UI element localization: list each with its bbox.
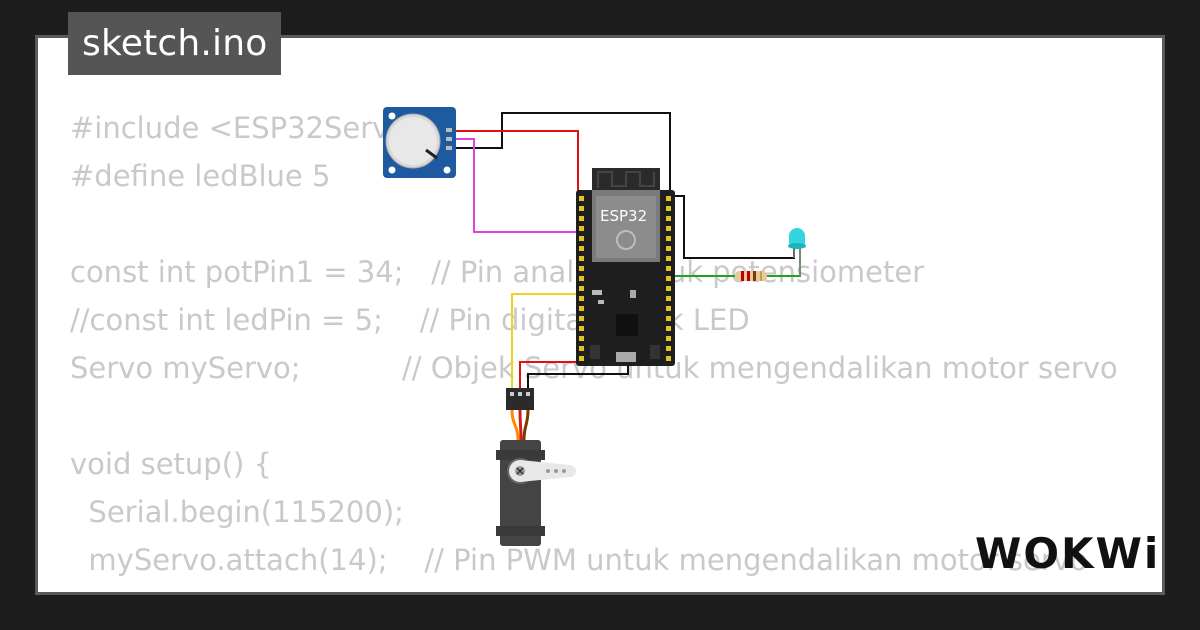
pin-header-left bbox=[579, 196, 584, 361]
pin-header-right bbox=[666, 196, 671, 361]
code-line: void setup() { bbox=[70, 447, 272, 481]
code-line: Serial.begin(115200); bbox=[70, 495, 404, 529]
wire-servo-signal bbox=[511, 293, 578, 390]
wire-pot-vcc bbox=[450, 130, 579, 196]
wokwi-logo-icon: WOKWi bbox=[975, 529, 1158, 578]
code-line: pinMode(ledBlue, OUTPUT); bbox=[70, 584, 1134, 592]
preview-card: #include <ESP32Servo.h>#define ledBlue 5… bbox=[35, 35, 1165, 595]
wire-servo-vcc bbox=[519, 361, 578, 390]
wokwi-logo: WOKWi bbox=[975, 528, 1158, 580]
servo-motor[interactable] bbox=[496, 440, 576, 546]
servo-connector bbox=[506, 388, 534, 441]
file-tab[interactable]: sketch.ino bbox=[68, 12, 282, 75]
wire-pot-signal bbox=[450, 138, 578, 233]
led[interactable] bbox=[788, 228, 806, 276]
wire-resistor-led bbox=[767, 248, 801, 277]
code-line: myServo.attach(14); // Pin PWM untuk men… bbox=[70, 543, 1088, 577]
resistor[interactable] bbox=[735, 271, 767, 281]
code-line: Servo myServo; // Objek Servo untuk meng… bbox=[70, 351, 1118, 385]
logo-text: WOKWi bbox=[975, 529, 1155, 576]
board-label: ESP32 bbox=[600, 207, 647, 225]
wire-pot-gnd bbox=[450, 112, 671, 196]
potentiometer[interactable] bbox=[383, 107, 456, 178]
esp32-board[interactable]: ESP32 bbox=[576, 168, 675, 366]
code-line: #define ledBlue 5 bbox=[70, 159, 331, 193]
chip-logo-icon bbox=[616, 230, 636, 250]
code-editor[interactable]: #include <ESP32Servo.h>#define ledBlue 5… bbox=[70, 104, 1134, 592]
wire-led-gnd bbox=[670, 195, 795, 259]
